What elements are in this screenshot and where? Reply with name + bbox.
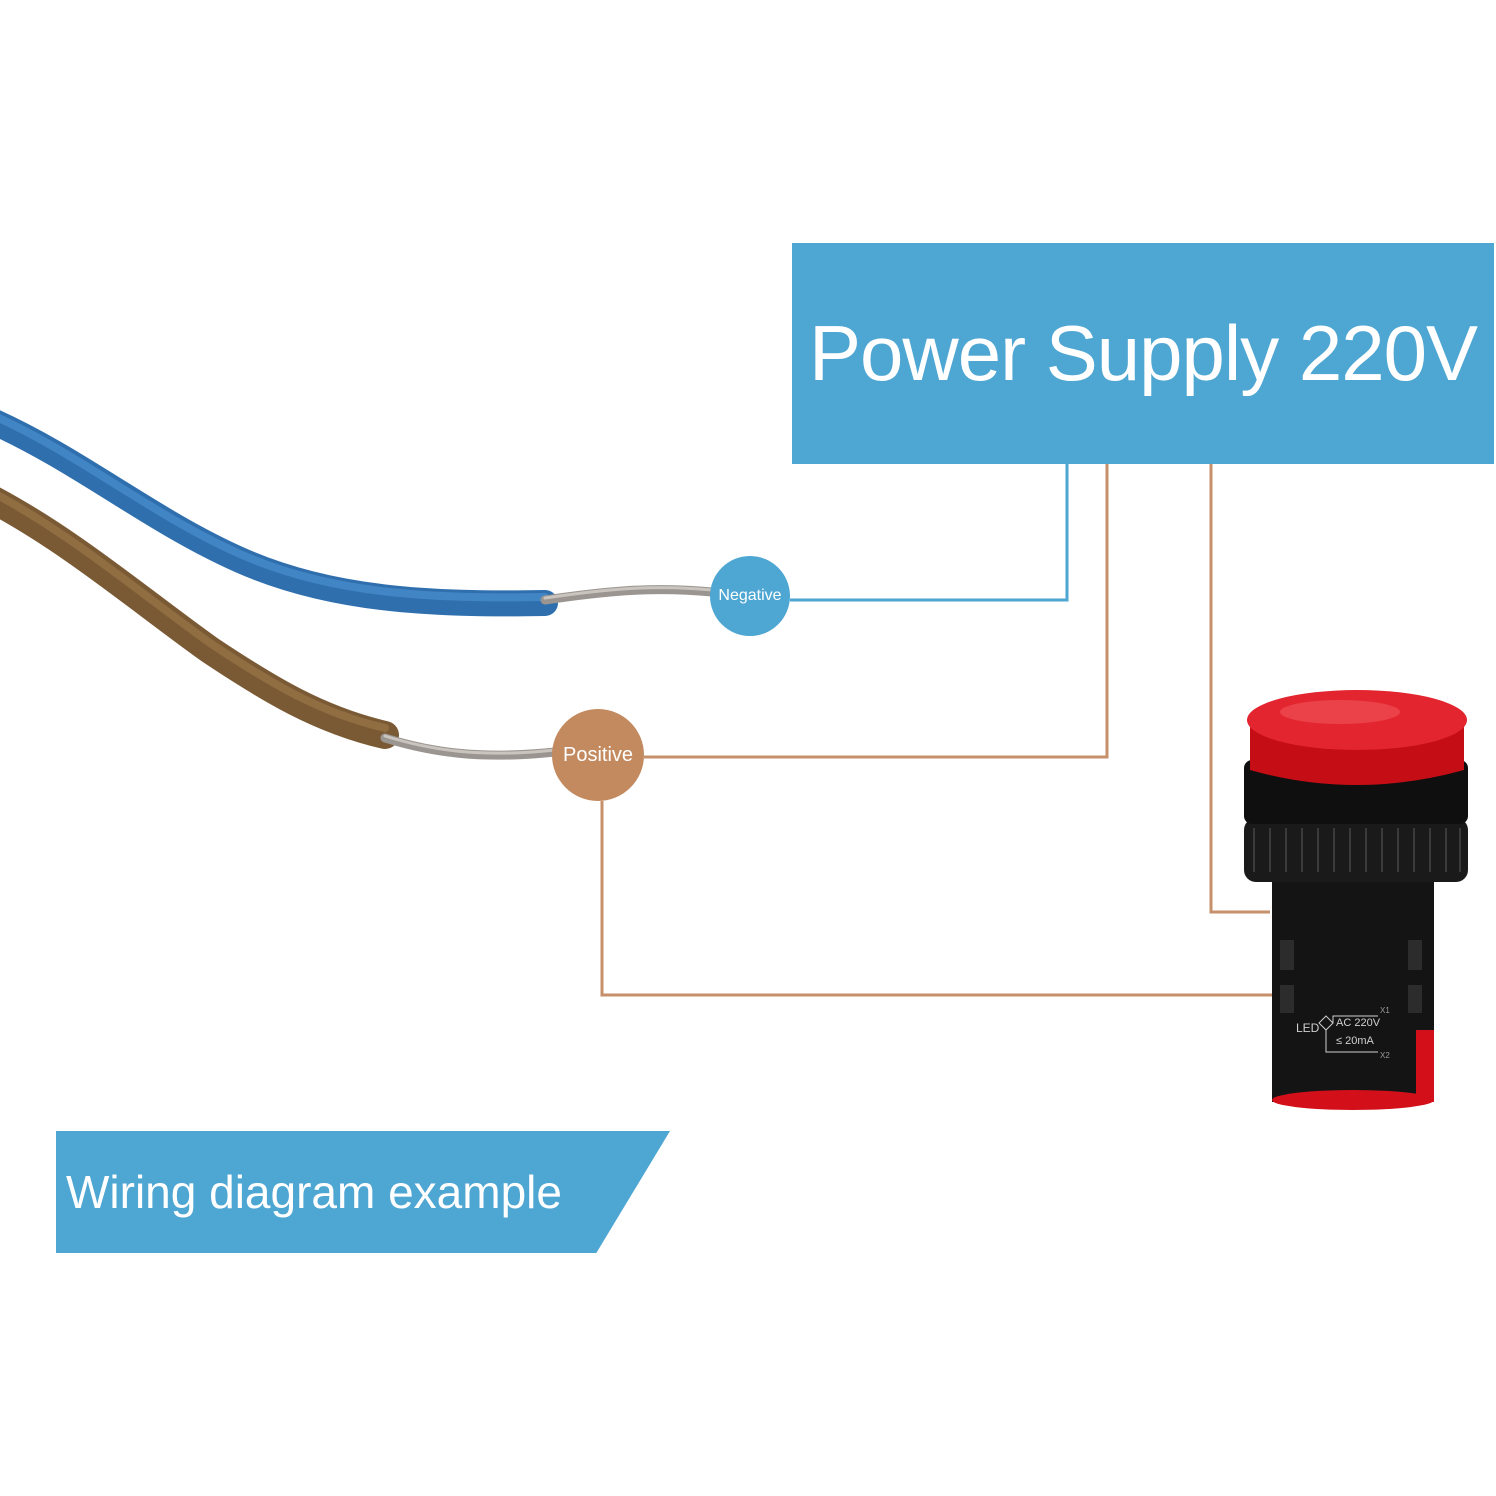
lamp-terminal-x1: X1	[1380, 1006, 1390, 1015]
lamp-led-label: LED	[1296, 1021, 1320, 1035]
negative-node: Negative	[710, 556, 790, 636]
lamp-upper-line	[1209, 464, 1270, 914]
blue-wire	[0, 410, 717, 617]
banner-title: Wiring diagram example	[66, 1166, 562, 1218]
wiring-banner: Wiring diagram example	[56, 1131, 670, 1253]
brown-wire	[0, 487, 560, 760]
lamp-voltage-label: AC 220V	[1336, 1017, 1381, 1029]
banner-background	[56, 1131, 670, 1253]
lamp-current-label: ≤ 20mA	[1336, 1035, 1374, 1047]
positive-node: Positive	[552, 709, 644, 801]
red-indicator-lamp: LED AC 220V ≤ 20mA X1 X2	[1244, 690, 1468, 1110]
negative-label: Negative	[718, 587, 782, 604]
negative-connection-line	[790, 464, 1069, 602]
power-supply-title: Power Supply 220V	[808, 309, 1478, 397]
power-supply-box: Power Supply 220V	[792, 243, 1494, 464]
lamp-terminal-x2: X2	[1380, 1051, 1390, 1060]
lamp-lower-line	[600, 801, 1272, 997]
positive-label: Positive	[562, 743, 634, 766]
positive-connection-line	[644, 464, 1109, 759]
